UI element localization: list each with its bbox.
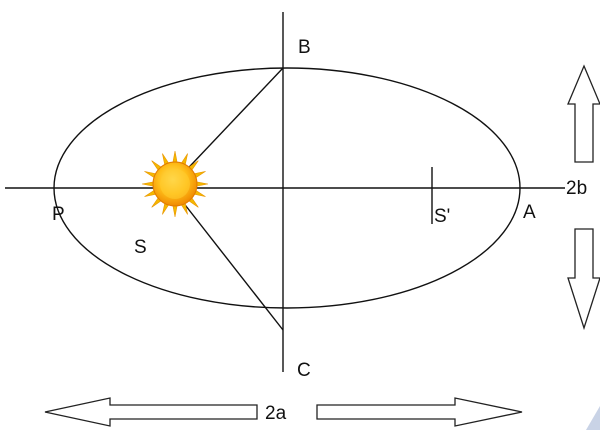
label-major-axis: 2a bbox=[265, 403, 287, 424]
sun-to-c-line bbox=[174, 191, 284, 331]
label-sun-focus: S bbox=[134, 237, 147, 258]
label-point-b: B bbox=[298, 37, 311, 58]
label-minor-axis: 2b bbox=[566, 178, 587, 199]
up-arrow-icon bbox=[567, 64, 600, 163]
corner-accent bbox=[586, 406, 600, 430]
right-arrow-icon bbox=[316, 397, 523, 427]
sun-to-b-line bbox=[174, 67, 284, 183]
label-empty-focus: S' bbox=[434, 206, 450, 227]
label-perihelion: P bbox=[52, 204, 65, 225]
label-aphelion: A bbox=[523, 202, 536, 223]
label-point-c: C bbox=[297, 360, 311, 381]
sun-icon bbox=[141, 150, 209, 218]
left-arrow-icon bbox=[44, 397, 258, 427]
down-arrow-icon bbox=[567, 228, 600, 331]
